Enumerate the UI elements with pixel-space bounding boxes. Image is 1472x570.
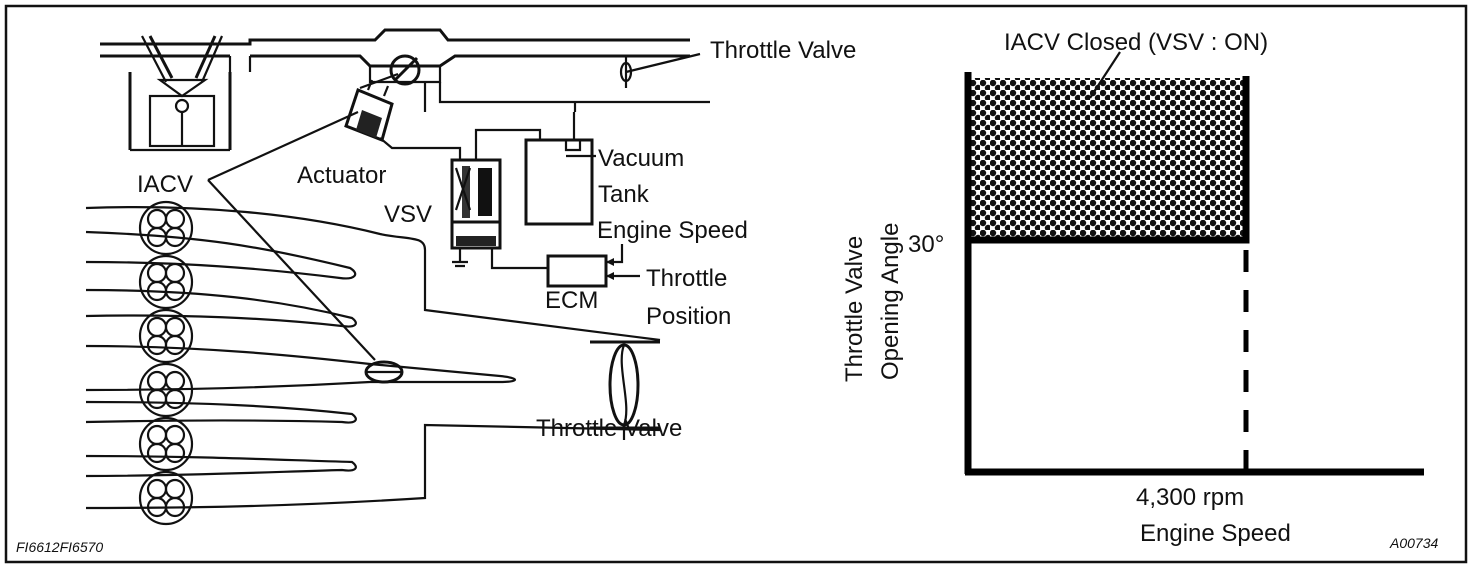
x-tick-rpm-label: 4,300 rpm (1136, 484, 1244, 511)
y-axis-label-line1: Throttle Valve (841, 236, 868, 382)
x-axis-label: Engine Speed (1140, 520, 1291, 547)
intake-runners (85, 206, 661, 510)
vsv (450, 128, 548, 270)
vsv-label: VSV (384, 201, 432, 228)
y-axis-label-line2: Opening Angle (877, 223, 904, 380)
intake-pipe (100, 28, 710, 112)
iacv-valve (359, 54, 421, 90)
actuator (344, 79, 462, 160)
throttle-input-label: Throttle (646, 265, 727, 292)
throttle-valve-bottom-label: Throttle Valve (536, 415, 682, 442)
iacv-label: IACV (137, 171, 193, 198)
actuator-label: Actuator (297, 162, 386, 189)
iacv-valve-lower (364, 360, 404, 384)
position-input-label: Position (646, 303, 731, 330)
figure-code-left: FI6612FI6570 (16, 539, 103, 555)
throttle-valve-top (619, 52, 701, 88)
engine-cylinder (128, 35, 232, 152)
vacuum-label: Vacuum (598, 145, 684, 172)
throttle-valve-top-label: Throttle Valve (710, 37, 856, 64)
region-label: IACV Closed (VSV : ON) (1004, 29, 1268, 56)
cylinder-bank (138, 200, 194, 526)
intake-system-diagram: Throttle Valve Actuator VSV (16, 28, 856, 555)
tank-label: Tank (598, 181, 650, 208)
vacuum-tank (524, 102, 596, 226)
throttle-valve-bottom (590, 340, 660, 440)
iacv-leader-upper (207, 110, 359, 182)
ecm-label: ECM (545, 287, 598, 314)
iacv-closed-boundary (968, 76, 1250, 244)
y-tick-30-label: 30° (908, 231, 944, 258)
iacv-operation-chart: IACV Closed (VSV : ON) 30° 4,300 rpm Eng… (841, 29, 1438, 551)
figure-code-right: A00734 (1389, 535, 1438, 551)
region-leader-line (1089, 51, 1121, 99)
engine-speed-input-label: Engine Speed (597, 217, 748, 244)
ecm (546, 244, 640, 288)
iacv-closed-region (968, 78, 1246, 240)
